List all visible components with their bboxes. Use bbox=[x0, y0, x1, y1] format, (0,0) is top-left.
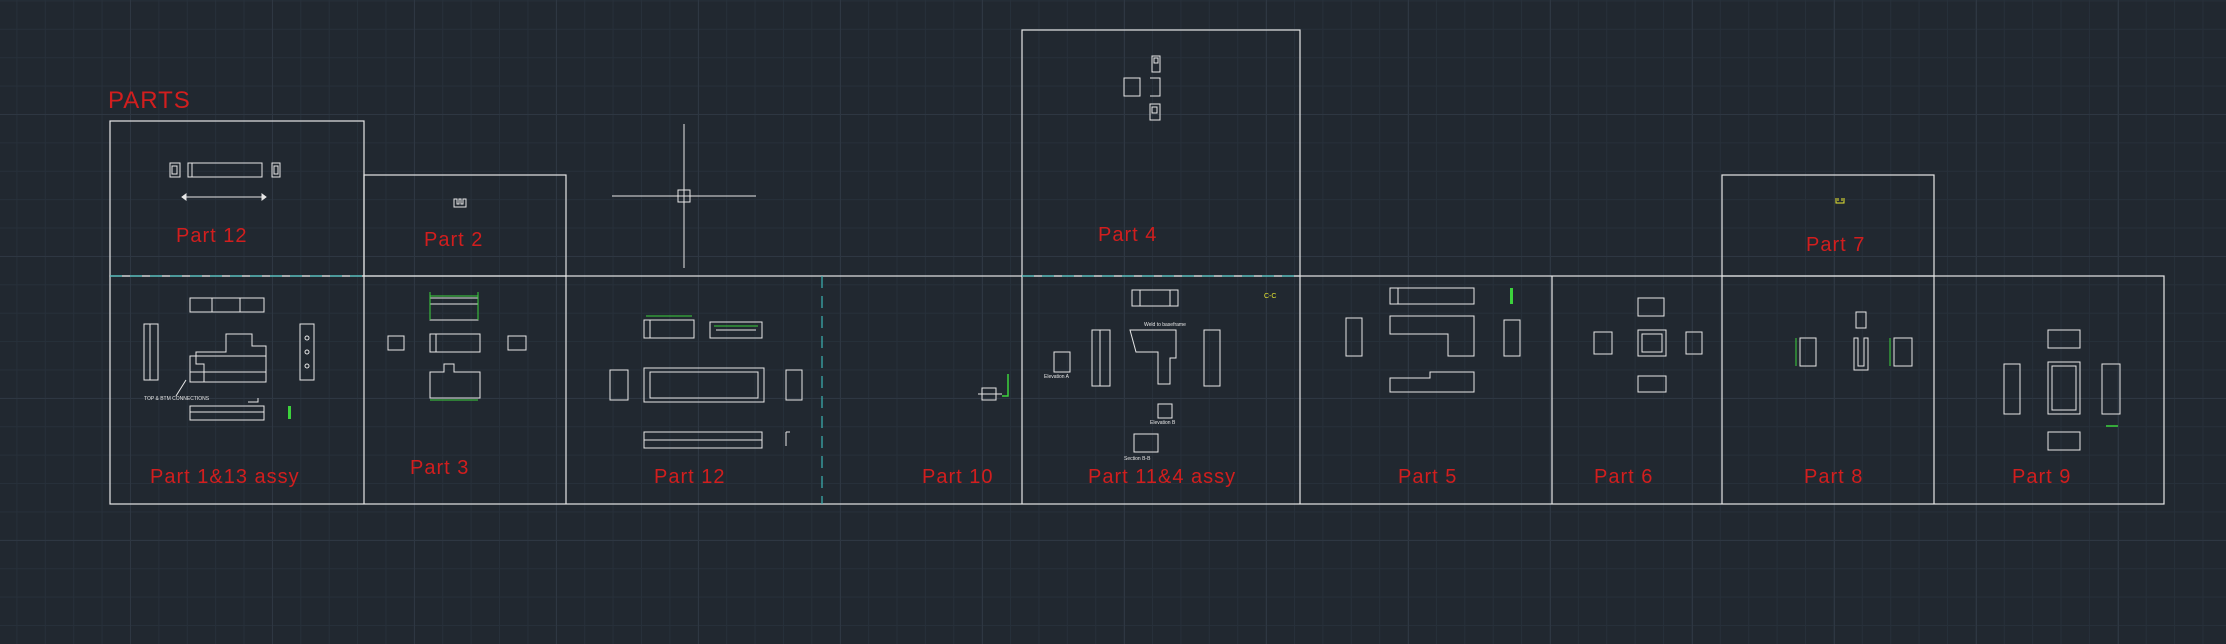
crosshair-cursor bbox=[612, 124, 756, 268]
sketch-part8 bbox=[1799, 311, 1913, 371]
dim-part10 bbox=[1002, 374, 1009, 397]
sketch-part2 bbox=[453, 198, 467, 208]
sketch-part1-13 bbox=[143, 297, 315, 421]
dims-part3 bbox=[429, 292, 479, 401]
label-part6: Part 6 bbox=[1594, 466, 1653, 488]
drawing-title: PARTS bbox=[108, 87, 191, 114]
frame-part2 bbox=[363, 174, 567, 277]
dims-part8 bbox=[1795, 338, 1891, 366]
note-elevation-b: Elevation B bbox=[1150, 420, 1176, 426]
sketch-part10 bbox=[978, 387, 1002, 401]
sketch-part9 bbox=[2003, 329, 2121, 451]
label-part1-13: Part 1&13 assy bbox=[150, 466, 300, 488]
sketch-part12 bbox=[609, 319, 803, 449]
sheet-frames bbox=[109, 29, 2165, 505]
note-connections: TOP & BTM CONNECTIONS bbox=[144, 396, 210, 402]
dim-part5 bbox=[1510, 288, 1513, 304]
center-lines bbox=[110, 275, 1300, 504]
label-part10: Part 10 bbox=[922, 466, 993, 488]
frame-bottom-row bbox=[109, 275, 2165, 505]
sketch-part7 bbox=[1835, 198, 1845, 204]
sketch-part12-top bbox=[169, 162, 281, 201]
dims-part12 bbox=[646, 315, 758, 327]
label-part12: Part 12 bbox=[654, 466, 725, 488]
note-weld: Weld to baseframe bbox=[1144, 322, 1186, 328]
sketch-part3 bbox=[387, 297, 527, 399]
label-part3: Part 3 bbox=[410, 457, 469, 479]
label-part7: Part 7 bbox=[1806, 234, 1865, 256]
label-part4: Part 4 bbox=[1098, 224, 1157, 246]
frame-part12-top bbox=[109, 120, 365, 277]
label-part9: Part 9 bbox=[2012, 466, 2071, 488]
frame-part7 bbox=[1721, 174, 1935, 277]
notes-part11-4: Weld to baseframe Elevation A Elevation … bbox=[1044, 322, 1186, 462]
label-part8: Part 8 bbox=[1804, 466, 1863, 488]
sketch-part11-4 bbox=[1053, 289, 1221, 453]
sketch-part6 bbox=[1593, 297, 1703, 393]
note-elevation-a: Elevation A bbox=[1044, 374, 1070, 380]
part-labels: Part 12 Part 2 Part 4 Part 7 Part 1&13 a… bbox=[150, 224, 2071, 488]
frame-part4 bbox=[1021, 29, 1301, 277]
sketch-part4 bbox=[1123, 55, 1161, 121]
label-part11-4: Part 11&4 assy bbox=[1088, 466, 1236, 488]
label-part2: Part 2 bbox=[424, 229, 483, 251]
note-section: Section B-B bbox=[1124, 456, 1151, 462]
sketch-part5 bbox=[1345, 287, 1521, 393]
label-part5: Part 5 bbox=[1398, 466, 1457, 488]
section-mark: C-C bbox=[1264, 293, 1276, 300]
label-part12-top: Part 12 bbox=[176, 225, 247, 247]
dim-part1-13 bbox=[288, 406, 291, 419]
